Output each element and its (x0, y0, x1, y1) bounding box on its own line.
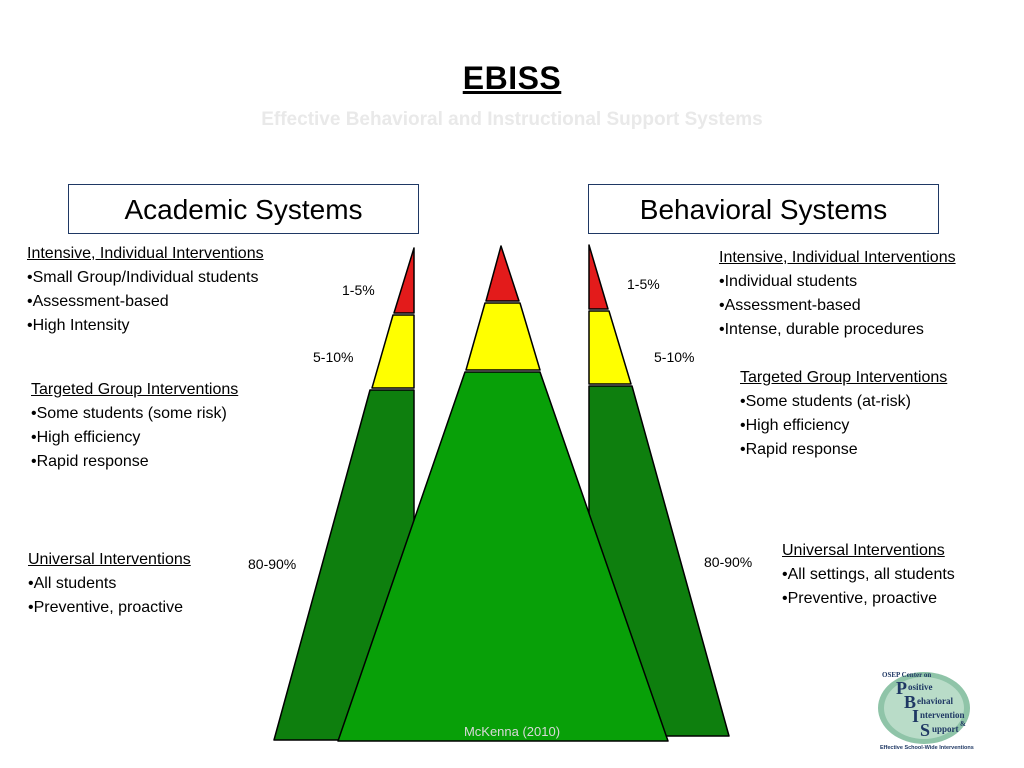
academic-pct-targeted: 5-10% (313, 349, 354, 365)
academic-pct-intensive: 1-5% (342, 282, 375, 298)
center-pyramid (337, 245, 669, 742)
svg-text:Effective School-Wide Interven: Effective School-Wide Interventions (880, 745, 974, 751)
svg-text:&: & (960, 720, 966, 728)
behavioral-universal-block: Universal Interventions •All settings, a… (782, 539, 955, 611)
academic-targeted-heading: Targeted Group Interventions (31, 381, 239, 398)
behavioral-targeted-block: Targeted Group Interventions •Some stude… (740, 366, 947, 462)
bullet: •High Intensity (27, 317, 130, 334)
behavioral-pct-intensive: 1-5% (627, 276, 660, 292)
svg-text:ntervention: ntervention (920, 710, 965, 720)
svg-text:upport: upport (932, 724, 959, 734)
svg-text:ehavioral: ehavioral (917, 696, 953, 706)
page-title: EBISS (462, 60, 562, 96)
behavioral-intensive-heading: Intensive, Individual Interventions (719, 249, 956, 266)
behavioral-intensive-tier (588, 244, 609, 310)
academic-universal-block: Universal Interventions •All students •P… (28, 548, 191, 620)
bullet: •All settings, all students (782, 566, 955, 583)
bullet: •Assessment-based (719, 297, 861, 314)
behavioral-pct-targeted: 5-10% (654, 349, 695, 365)
pbis-logo: OSEP Center on P ositive B ehavioral I n… (878, 671, 974, 751)
behavioral-systems-box: Behavioral Systems (588, 184, 939, 234)
behavioral-pct-universal: 80-90% (704, 554, 753, 570)
svg-text:ositive: ositive (908, 682, 933, 692)
bullet: •All students (28, 575, 117, 592)
bullet: •Some students (some risk) (31, 405, 227, 422)
bullet: •Rapid response (740, 441, 858, 458)
bullet: •High efficiency (740, 417, 850, 434)
svg-text:I: I (912, 706, 919, 726)
behavioral-targeted-tier (588, 310, 632, 385)
bullet: •Some students (at-risk) (740, 393, 911, 410)
page-subtitle: Effective Behavioral and Instructional S… (261, 109, 763, 130)
academic-intensive-heading: Intensive, Individual Interventions (27, 245, 264, 262)
bullet: •Individual students (719, 273, 858, 290)
behavioral-targeted-heading: Targeted Group Interventions (740, 369, 948, 386)
svg-text:S: S (920, 720, 930, 740)
svg-text:B: B (904, 692, 916, 712)
svg-text:OSEP Center on: OSEP Center on (882, 671, 931, 679)
center-universal-tier (337, 371, 669, 742)
bullet: •Rapid response (31, 453, 149, 470)
bullet: •Preventive, proactive (782, 590, 938, 607)
behavioral-universal-heading: Universal Interventions (782, 542, 945, 559)
academic-targeted-tier (371, 314, 415, 389)
behavioral-intensive-block: Intensive, Individual Interventions •Ind… (719, 246, 956, 342)
academic-pct-universal: 80-90% (248, 556, 297, 572)
academic-targeted-block: Targeted Group Interventions •Some stude… (31, 378, 238, 474)
credit-text: McKenna (2010) (463, 724, 561, 739)
bullet: •Preventive, proactive (28, 599, 184, 616)
svg-text:P: P (896, 678, 907, 698)
academic-intensive-tier (393, 247, 415, 314)
bullet: •Assessment-based (27, 293, 169, 310)
academic-systems-box: Academic Systems (68, 184, 419, 234)
bullet: •High efficiency (31, 429, 141, 446)
academic-intensive-block: Intensive, Individual Interventions •Sma… (27, 242, 264, 338)
center-targeted-tier (465, 302, 541, 371)
center-intensive-tier (485, 245, 520, 302)
bullet: •Intense, durable procedures (719, 321, 924, 338)
academic-universal-heading: Universal Interventions (28, 551, 191, 568)
bullet: •Small Group/Individual students (27, 269, 259, 286)
